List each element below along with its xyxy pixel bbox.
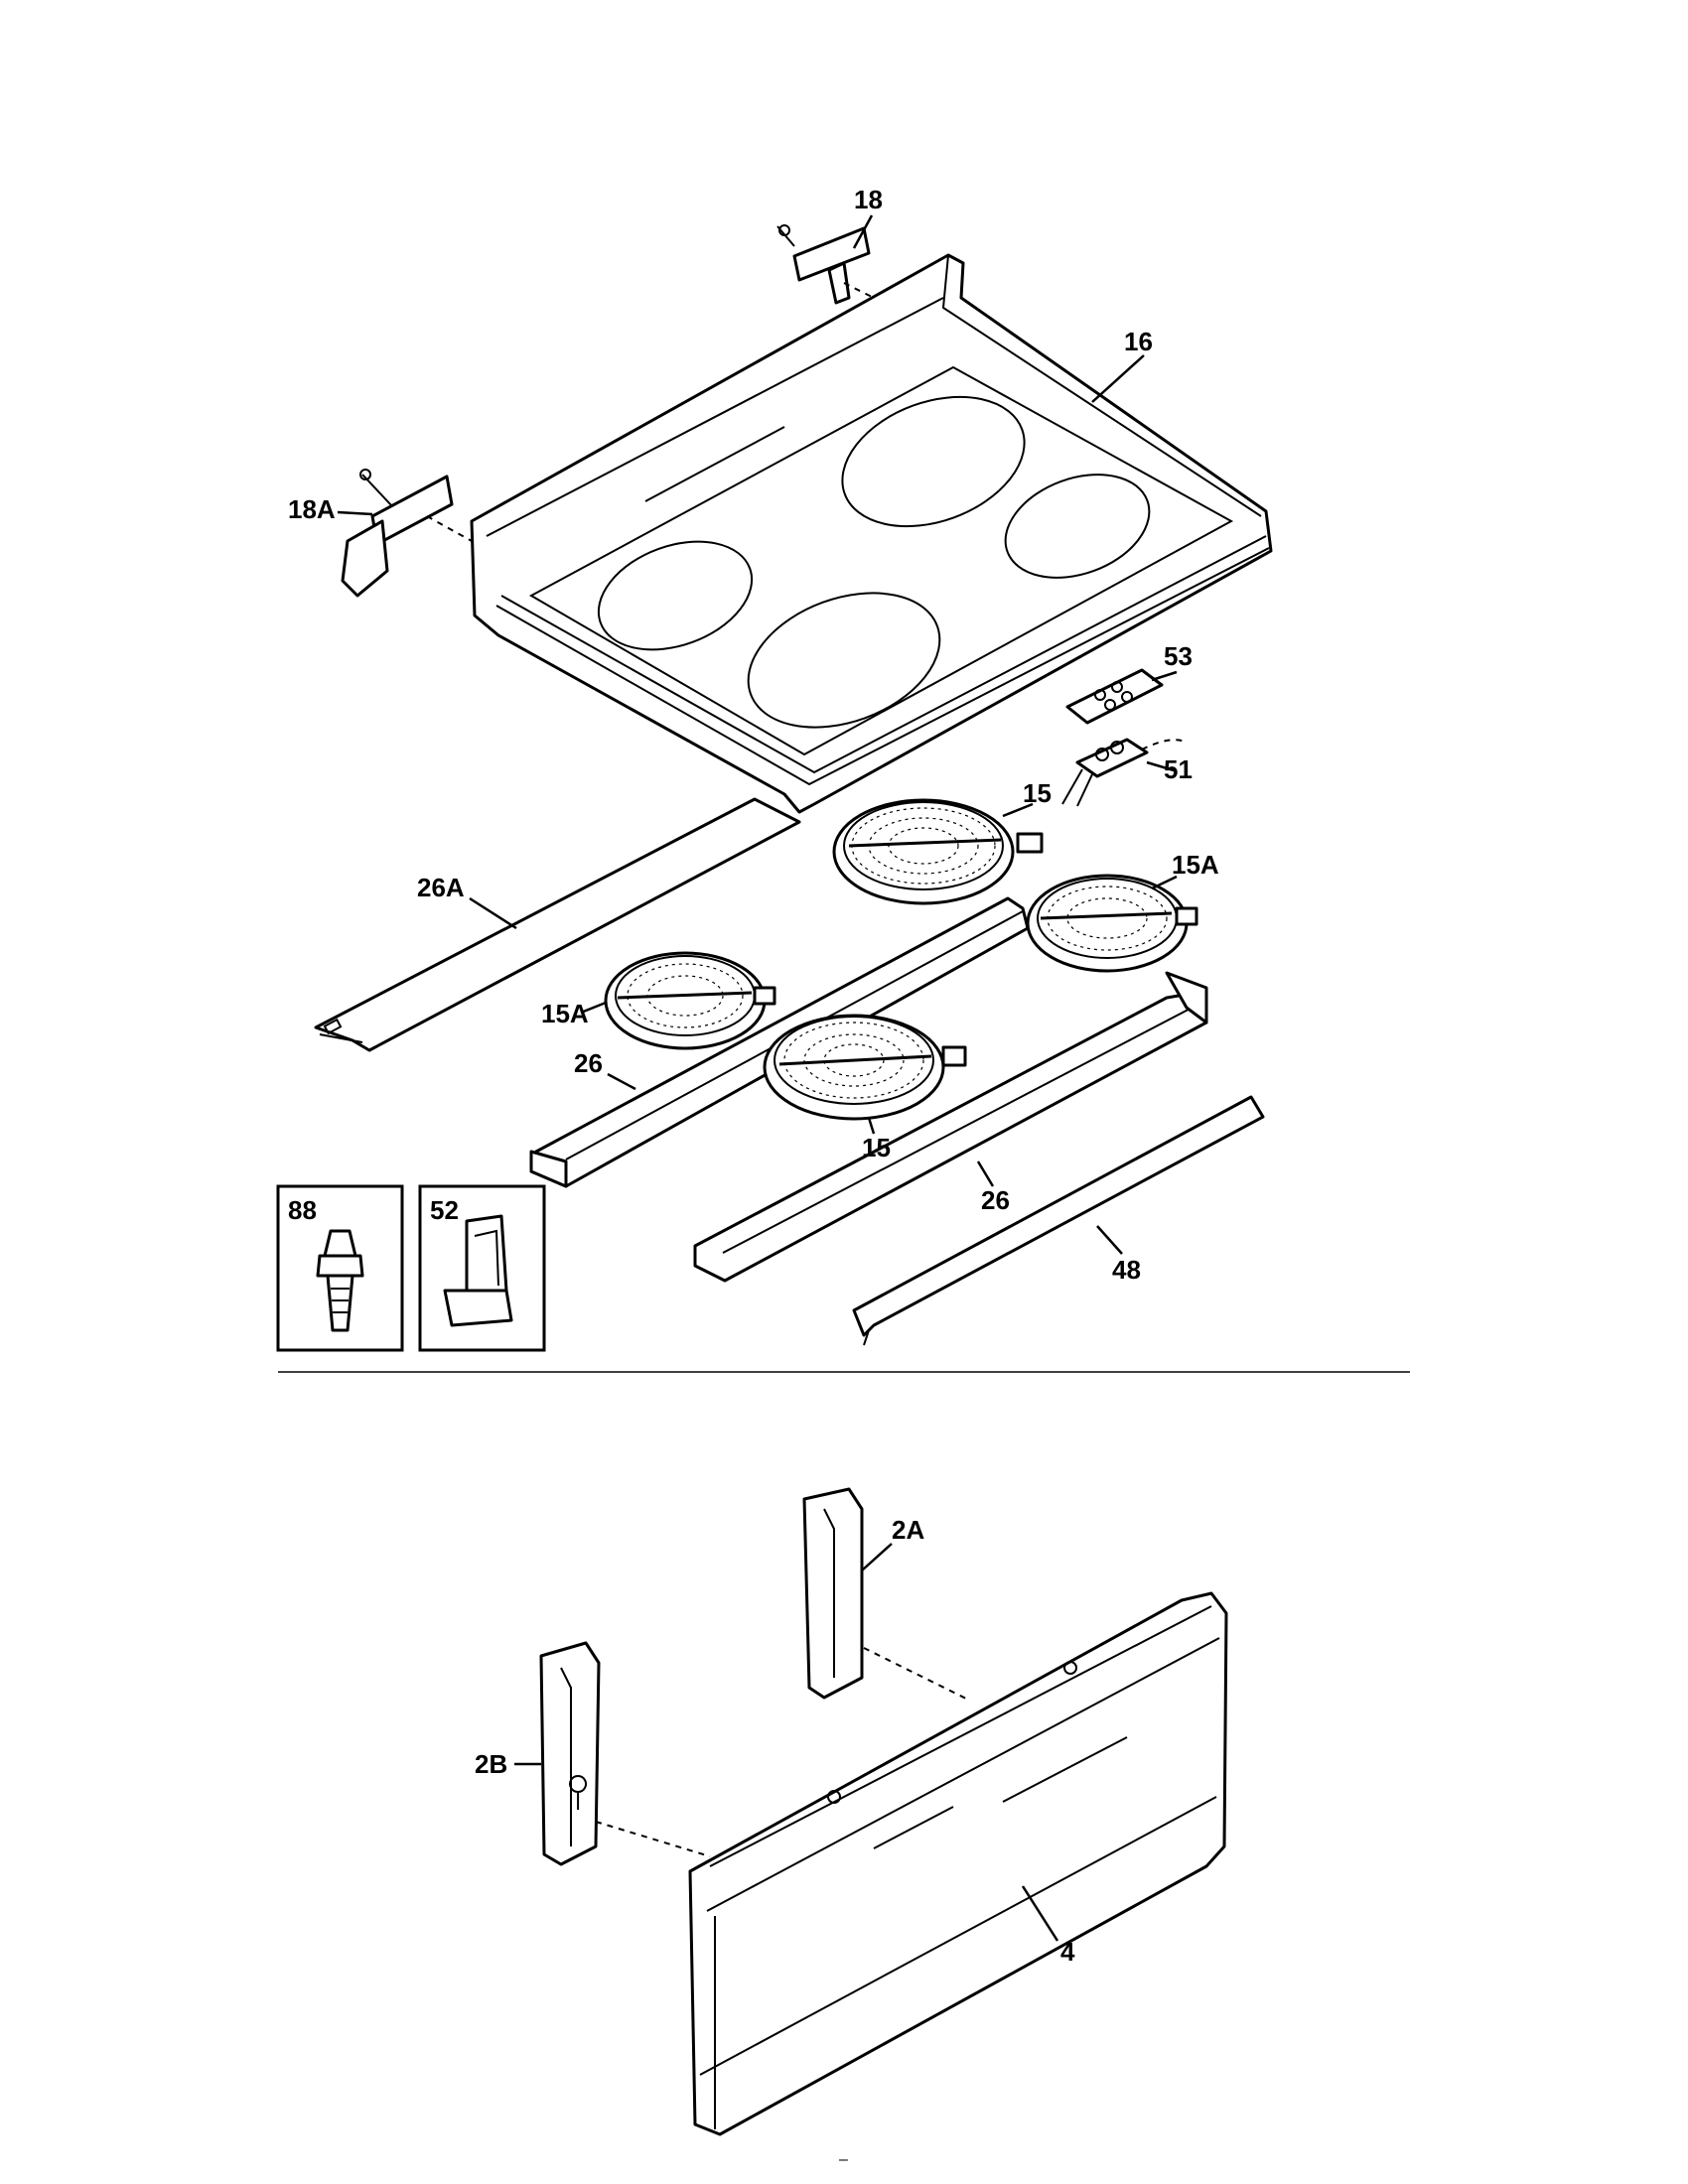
radiant-element-part-15a-left [604,951,776,1050]
label-48: 48 [1112,1255,1141,1285]
hinge-bracket-part-18a [341,469,473,598]
label-18a: 18A [288,494,336,524]
bracket-part-26-right [693,971,1208,1283]
label-15-bottom: 15 [862,1133,891,1162]
radiant-element-part-15-top [832,798,1044,905]
label-52: 52 [430,1195,459,1225]
bracket-part-2a [802,1487,969,1701]
label-88: 88 [288,1195,317,1225]
label-51: 51 [1164,754,1193,784]
label-16: 16 [1124,327,1153,356]
hinge-bracket-part-18 [776,224,875,305]
terminal-cover-part-53 [1065,668,1164,725]
bracket-part-26a [314,797,801,1052]
inset-part-52 [418,1184,546,1352]
cooktop-part-16 [470,253,1273,814]
label-15-top: 15 [1023,778,1052,808]
footer-mark: – [839,2151,848,2168]
label-26a: 26A [417,873,465,902]
label-53: 53 [1164,641,1193,671]
inset-part-88 [276,1184,404,1352]
panel-part-4 [688,1591,1228,2136]
label-2b: 2B [475,1749,507,1779]
label-4: 4 [1060,1937,1075,1967]
shield-part-48 [852,1095,1265,1346]
label-18: 18 [854,185,883,214]
label-15a-right: 15A [1172,850,1219,880]
terminal-block-part-51 [1061,738,1188,807]
label-26-right: 26 [981,1185,1010,1215]
bracket-part-2b [539,1641,711,1866]
label-2a: 2A [892,1515,924,1545]
label-26-left: 26 [574,1048,603,1078]
radiant-element-part-15a-right [1026,874,1198,973]
radiant-element-part-15-bottom [763,1014,967,1121]
label-15a-left: 15A [541,999,589,1028]
